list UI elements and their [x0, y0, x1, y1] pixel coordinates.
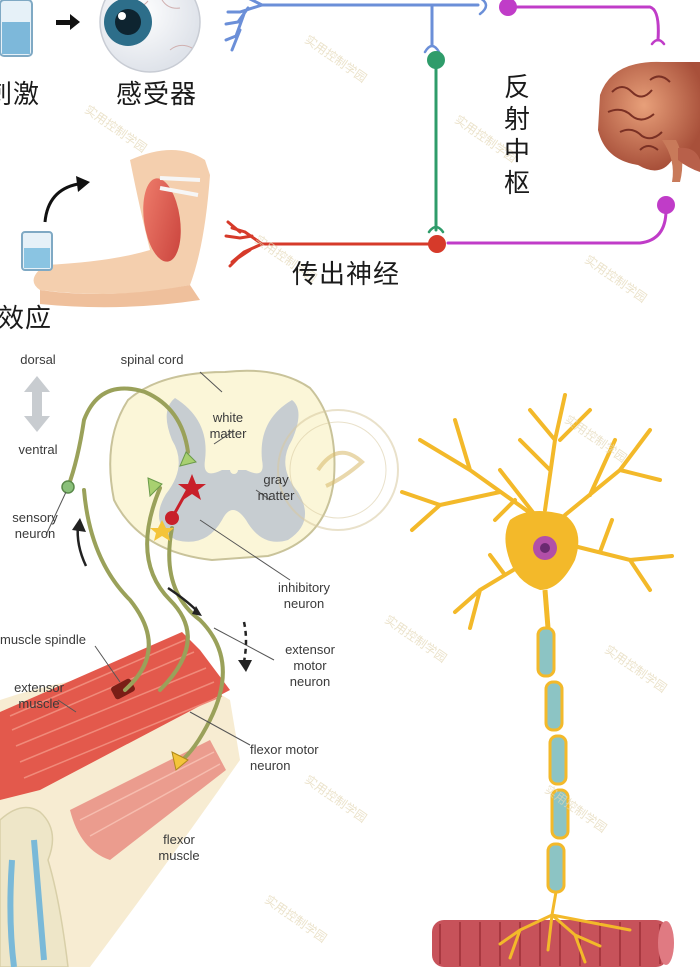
spinal-cord-cross-section [109, 369, 336, 562]
arrow-right-icon [56, 14, 80, 30]
effector-label: 效应 [0, 304, 53, 334]
dorsal-ventral-arrow-icon [24, 376, 50, 432]
sensory-neuron-label: sensory neuron [12, 510, 58, 541]
cns-pathway [446, 5, 668, 245]
spinal-cord-label: spinal cord [120, 352, 184, 367]
muscle-spindle-label: muscle spindle [0, 632, 86, 647]
arm-effector-icon [21, 150, 210, 308]
stimulus-beaker-icon [0, 0, 33, 57]
flexor-motor-neuron-label: flexor motor neuron [250, 742, 319, 773]
extensor-muscle-label: extensor muscle [14, 680, 64, 711]
sensory-neuron-path [66, 386, 190, 692]
sensory-ganglion [61, 480, 75, 494]
synapse-node [499, 0, 517, 16]
label-leader-lines [45, 371, 291, 746]
inhibitory-neuron-label: inhibitory neuron [277, 580, 331, 611]
gray-matter-label: gray matter [257, 472, 295, 503]
afferent-nerve [224, 0, 488, 54]
extensor-motor-neuron-label: extensor motor neuron [285, 642, 335, 689]
curved-arrow-icon [43, 176, 90, 223]
seal-watermark [277, 409, 399, 531]
dorsal-label: dorsal [20, 352, 56, 367]
synapse-node [427, 51, 445, 69]
motor-neuron-paths [145, 486, 225, 764]
red-star-icon [178, 474, 206, 500]
interneuron [427, 58, 445, 234]
efferent-nerve-line [224, 220, 438, 268]
synapse-node [657, 196, 675, 214]
synapse-node [428, 235, 446, 253]
inhibitory-neuron-body [165, 511, 179, 525]
flexor-muscle-label: flexor muscle [158, 832, 200, 863]
motor-neuron-illustration [400, 393, 674, 967]
brain-icon [598, 61, 700, 182]
yellow-star-icon [150, 520, 174, 541]
ventral-label: ventral [18, 442, 58, 457]
eye-receptor-icon [99, 0, 201, 73]
efferent-nerve-label: 传出神经 [292, 260, 401, 290]
stimulus-label: 刺激 [0, 80, 41, 110]
reflex-center-label: 反射中枢 [503, 73, 530, 199]
receptor-label: 感受器 [116, 80, 198, 110]
white-matter-label: white matter [209, 410, 247, 441]
